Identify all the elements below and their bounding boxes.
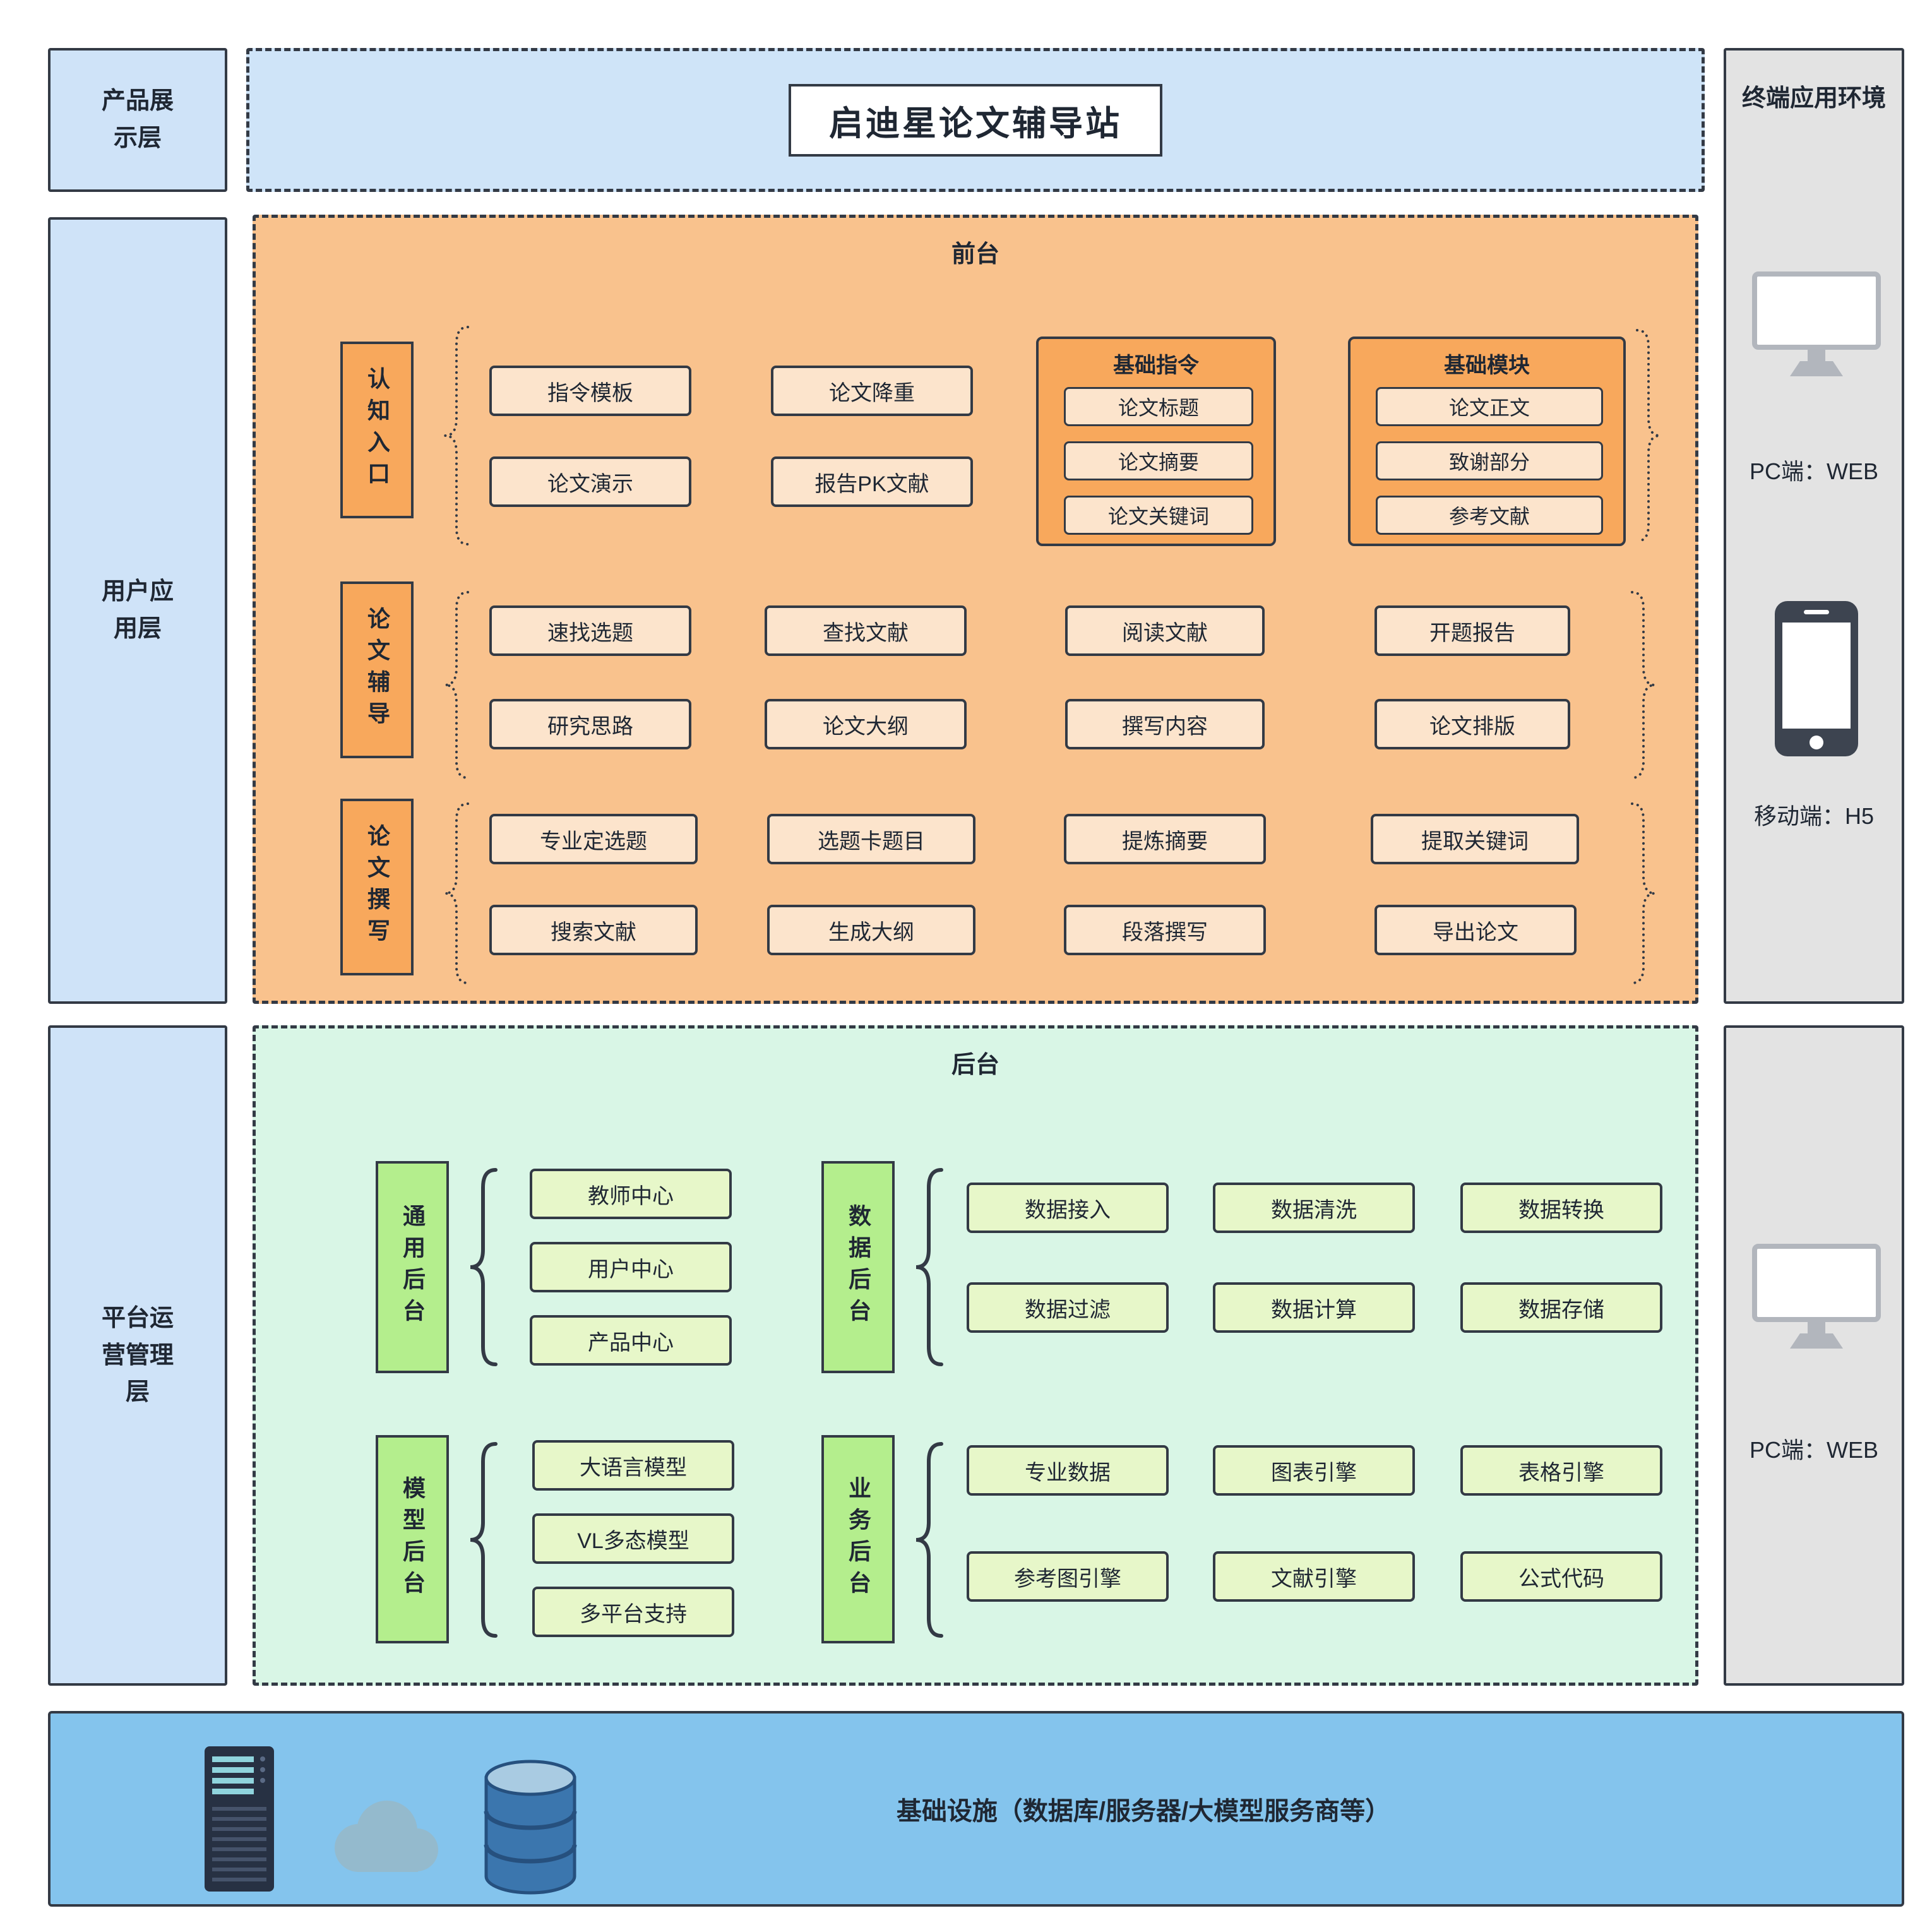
server-icon (205, 1746, 274, 1892)
backend-group2-label-box: 数据后台 (821, 1161, 895, 1373)
frontend-row3-label: 论文撰写 (364, 824, 390, 950)
group-basic-commands: 基础指令 论文标题 论文摘要 论文关键词 (1036, 337, 1276, 546)
brace-backend-group3 (470, 1442, 498, 1638)
terminal-title: 终端应用环境 (1741, 85, 1886, 112)
backend-group4-label: 业务后台 (845, 1476, 871, 1602)
frontend-item: 研究思路 (489, 699, 691, 749)
layer-platform-ops: 平台运 营管理 层 (48, 1025, 227, 1686)
product-display-band: 启迪星论文辅导站 (246, 48, 1705, 192)
group-item: 论文标题 (1064, 387, 1253, 426)
cloud-icon (335, 1801, 438, 1872)
backend-item: 多平台支持 (532, 1587, 734, 1637)
dotted-brace-left-row2 (444, 591, 469, 779)
backend-item: 用户中心 (530, 1242, 732, 1292)
frontend-row2-label: 论文辅导 (364, 607, 390, 733)
layer-product-display: 产品展 示层 (48, 48, 227, 192)
backend-label: 后台 (951, 1052, 999, 1078)
dotted-brace-left-row1 (444, 326, 469, 545)
frontend-label: 前台 (951, 241, 999, 268)
group-item: 论文关键词 (1064, 496, 1253, 535)
frontend-section: 前台 认知入口 指令模板 论文演示 论文降重 报告PK文献 基础指令 论文标题 … (253, 215, 1698, 1004)
group-basic-modules: 基础模块 论文正文 致谢部分 参考文献 (1348, 337, 1626, 546)
infrastructure-bar: 基础设施（数据库/服务器/大模型服务商等） (48, 1711, 1904, 1907)
frontend-item: 撰写内容 (1065, 699, 1265, 749)
frontend-item: 开题报告 (1374, 605, 1570, 656)
group-basic-modules-title: 基础模块 (1444, 354, 1530, 378)
frontend-item: 指令模板 (489, 366, 691, 416)
backend-group2-label: 数据后台 (845, 1204, 871, 1330)
backend-item: 专业数据 (967, 1445, 1169, 1496)
group-item: 致谢部分 (1376, 441, 1603, 480)
frontend-item: 选题卡题目 (767, 814, 975, 864)
backend-item: 参考图引擎 (967, 1551, 1169, 1602)
backend-item: VL多态模型 (532, 1513, 734, 1564)
backend-item: 数据过滤 (967, 1282, 1169, 1333)
dotted-brace-right-row1 (1636, 329, 1661, 542)
smartphone-icon (1775, 601, 1858, 756)
backend-item: 数据接入 (967, 1183, 1169, 1233)
terminal-pc-box: PC端：WEB (1724, 1025, 1904, 1686)
brace-backend-group1 (470, 1168, 498, 1366)
backend-group4-label-box: 业务后台 (821, 1435, 895, 1643)
backend-item: 公式代码 (1460, 1551, 1662, 1602)
backend-group3-label-box: 模型后台 (376, 1435, 449, 1643)
terminal-pc-label-bottom: PC端：WEB (1749, 1437, 1878, 1463)
frontend-item: 查找文献 (765, 605, 967, 656)
frontend-item: 提炼摘要 (1064, 814, 1266, 864)
frontend-row1-label-box: 认知入口 (340, 342, 414, 518)
database-icon (484, 1760, 577, 1895)
backend-item: 数据存储 (1460, 1282, 1662, 1333)
backend-group3-label: 模型后台 (400, 1476, 426, 1602)
backend-group1-label-box: 通用后台 (376, 1161, 449, 1373)
frontend-item: 段落撰写 (1064, 905, 1266, 955)
terminal-pc-label: PC端：WEB (1749, 458, 1878, 484)
group-item: 论文正文 (1376, 387, 1603, 426)
monitor-icon (1752, 1244, 1881, 1349)
backend-item: 数据清洗 (1213, 1183, 1415, 1233)
backend-item: 图表引擎 (1213, 1445, 1415, 1496)
frontend-row3-label-box: 论文撰写 (340, 799, 414, 975)
group-basic-commands-title: 基础指令 (1113, 354, 1199, 378)
terminal-mobile-label: 移动端：H5 (1753, 803, 1875, 829)
frontend-item: 搜索文献 (489, 905, 698, 955)
page-title: 启迪星论文辅导站 (789, 83, 1162, 157)
frontend-item: 报告PK文献 (771, 456, 973, 507)
backend-item: 数据转换 (1460, 1183, 1662, 1233)
group-item: 参考文献 (1376, 496, 1603, 535)
frontend-row2-label-box: 论文辅导 (340, 581, 414, 758)
backend-item: 数据计算 (1213, 1282, 1415, 1333)
monitor-icon (1752, 271, 1881, 376)
frontend-item: 专业定选题 (489, 814, 698, 864)
frontend-item: 生成大纲 (767, 905, 975, 955)
backend-item: 教师中心 (530, 1169, 732, 1219)
frontend-row1-label: 认知入口 (364, 367, 390, 493)
backend-group1-label: 通用后台 (400, 1204, 426, 1330)
backend-item: 产品中心 (530, 1315, 732, 1366)
frontend-item: 阅读文献 (1065, 605, 1265, 656)
brace-backend-group4 (915, 1442, 943, 1638)
frontend-item: 论文降重 (771, 366, 973, 416)
dotted-brace-right-row2 (1631, 591, 1655, 779)
backend-item: 表格引擎 (1460, 1445, 1662, 1496)
frontend-item: 提取关键词 (1371, 814, 1579, 864)
backend-section: 后台 通用后台 教师中心 用户中心 产品中心 数据后台 数据接入 数据清洗 数据… (253, 1025, 1698, 1686)
layer-user-application: 用户应 用层 (48, 217, 227, 1004)
brace-backend-group2 (915, 1168, 943, 1366)
terminal-environment-box: 终端应用环境 PC端：WEB 移动端：H5 (1724, 48, 1904, 1004)
frontend-item: 导出论文 (1374, 905, 1577, 955)
dotted-brace-left-row3 (444, 802, 469, 984)
group-item: 论文摘要 (1064, 441, 1253, 480)
frontend-item: 论文大纲 (765, 699, 967, 749)
backend-item: 文献引擎 (1213, 1551, 1415, 1602)
frontend-item: 论文排版 (1374, 699, 1570, 749)
infrastructure-label: 基础设施（数据库/服务器/大模型服务商等） (896, 1797, 1391, 1825)
backend-item: 大语言模型 (532, 1440, 734, 1491)
frontend-item: 论文演示 (489, 456, 691, 507)
dotted-brace-right-row3 (1631, 802, 1655, 984)
frontend-item: 速找选题 (489, 605, 691, 656)
